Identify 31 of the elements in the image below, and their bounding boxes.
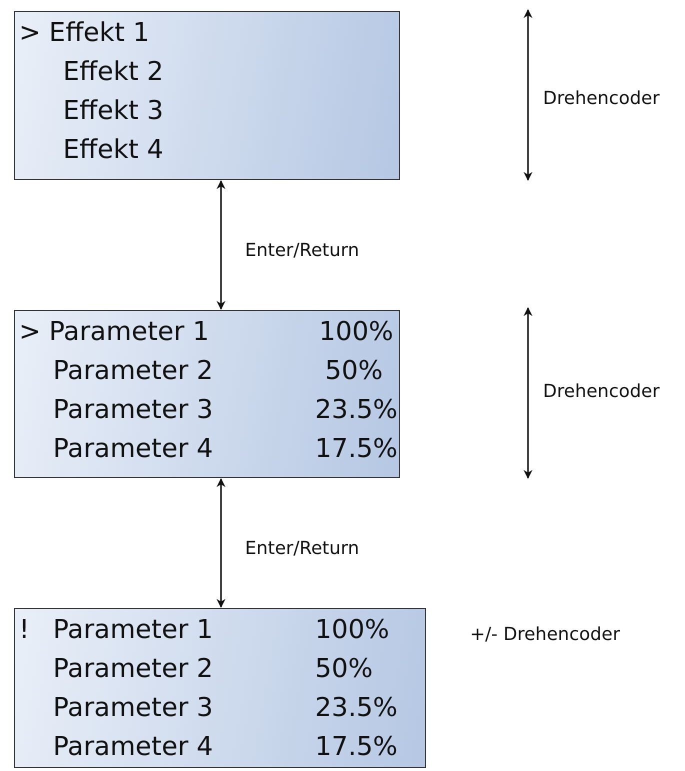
menu-text: 50%	[324, 355, 384, 388]
menu-text: 17.5%	[314, 433, 399, 466]
menu-text: Parameter 1	[53, 614, 214, 647]
menu-text: > Effekt 1	[19, 17, 150, 50]
display-screen	[14, 11, 400, 180]
menu-text: Parameter 2	[53, 653, 214, 686]
menu-text: !	[19, 614, 30, 647]
control-label: Drehencoder	[543, 381, 660, 402]
menu-text: 100%	[314, 614, 390, 647]
menu-text: Effekt 2	[62, 56, 164, 89]
menu-text: Effekt 4	[62, 134, 164, 167]
double-arrow	[216, 180, 226, 310]
menu-text: Parameter 3	[53, 394, 214, 427]
edge-label: Enter/Return	[245, 538, 360, 559]
display-screen	[14, 608, 426, 768]
edge-label: Enter/Return	[245, 240, 360, 261]
menu-text: 23.5%	[314, 692, 399, 725]
menu-text: Parameter 4	[53, 433, 214, 466]
menu-text: Parameter 4	[53, 731, 214, 764]
control-label: Drehencoder	[543, 88, 660, 109]
menu-text: > Parameter 1	[19, 316, 210, 349]
menu-text: Parameter 3	[53, 692, 214, 725]
menu-text: 100%	[318, 316, 394, 349]
menu-text: 50%	[314, 653, 374, 686]
menu-text: 23.5%	[314, 394, 399, 427]
menu-text: 17.5%	[314, 731, 399, 764]
display-screen	[14, 310, 400, 478]
control-label: +/- Drehencoder	[470, 624, 620, 645]
menu-text: Effekt 3	[62, 95, 164, 128]
menu-text: Parameter 2	[53, 355, 214, 388]
double-arrow	[216, 478, 226, 608]
